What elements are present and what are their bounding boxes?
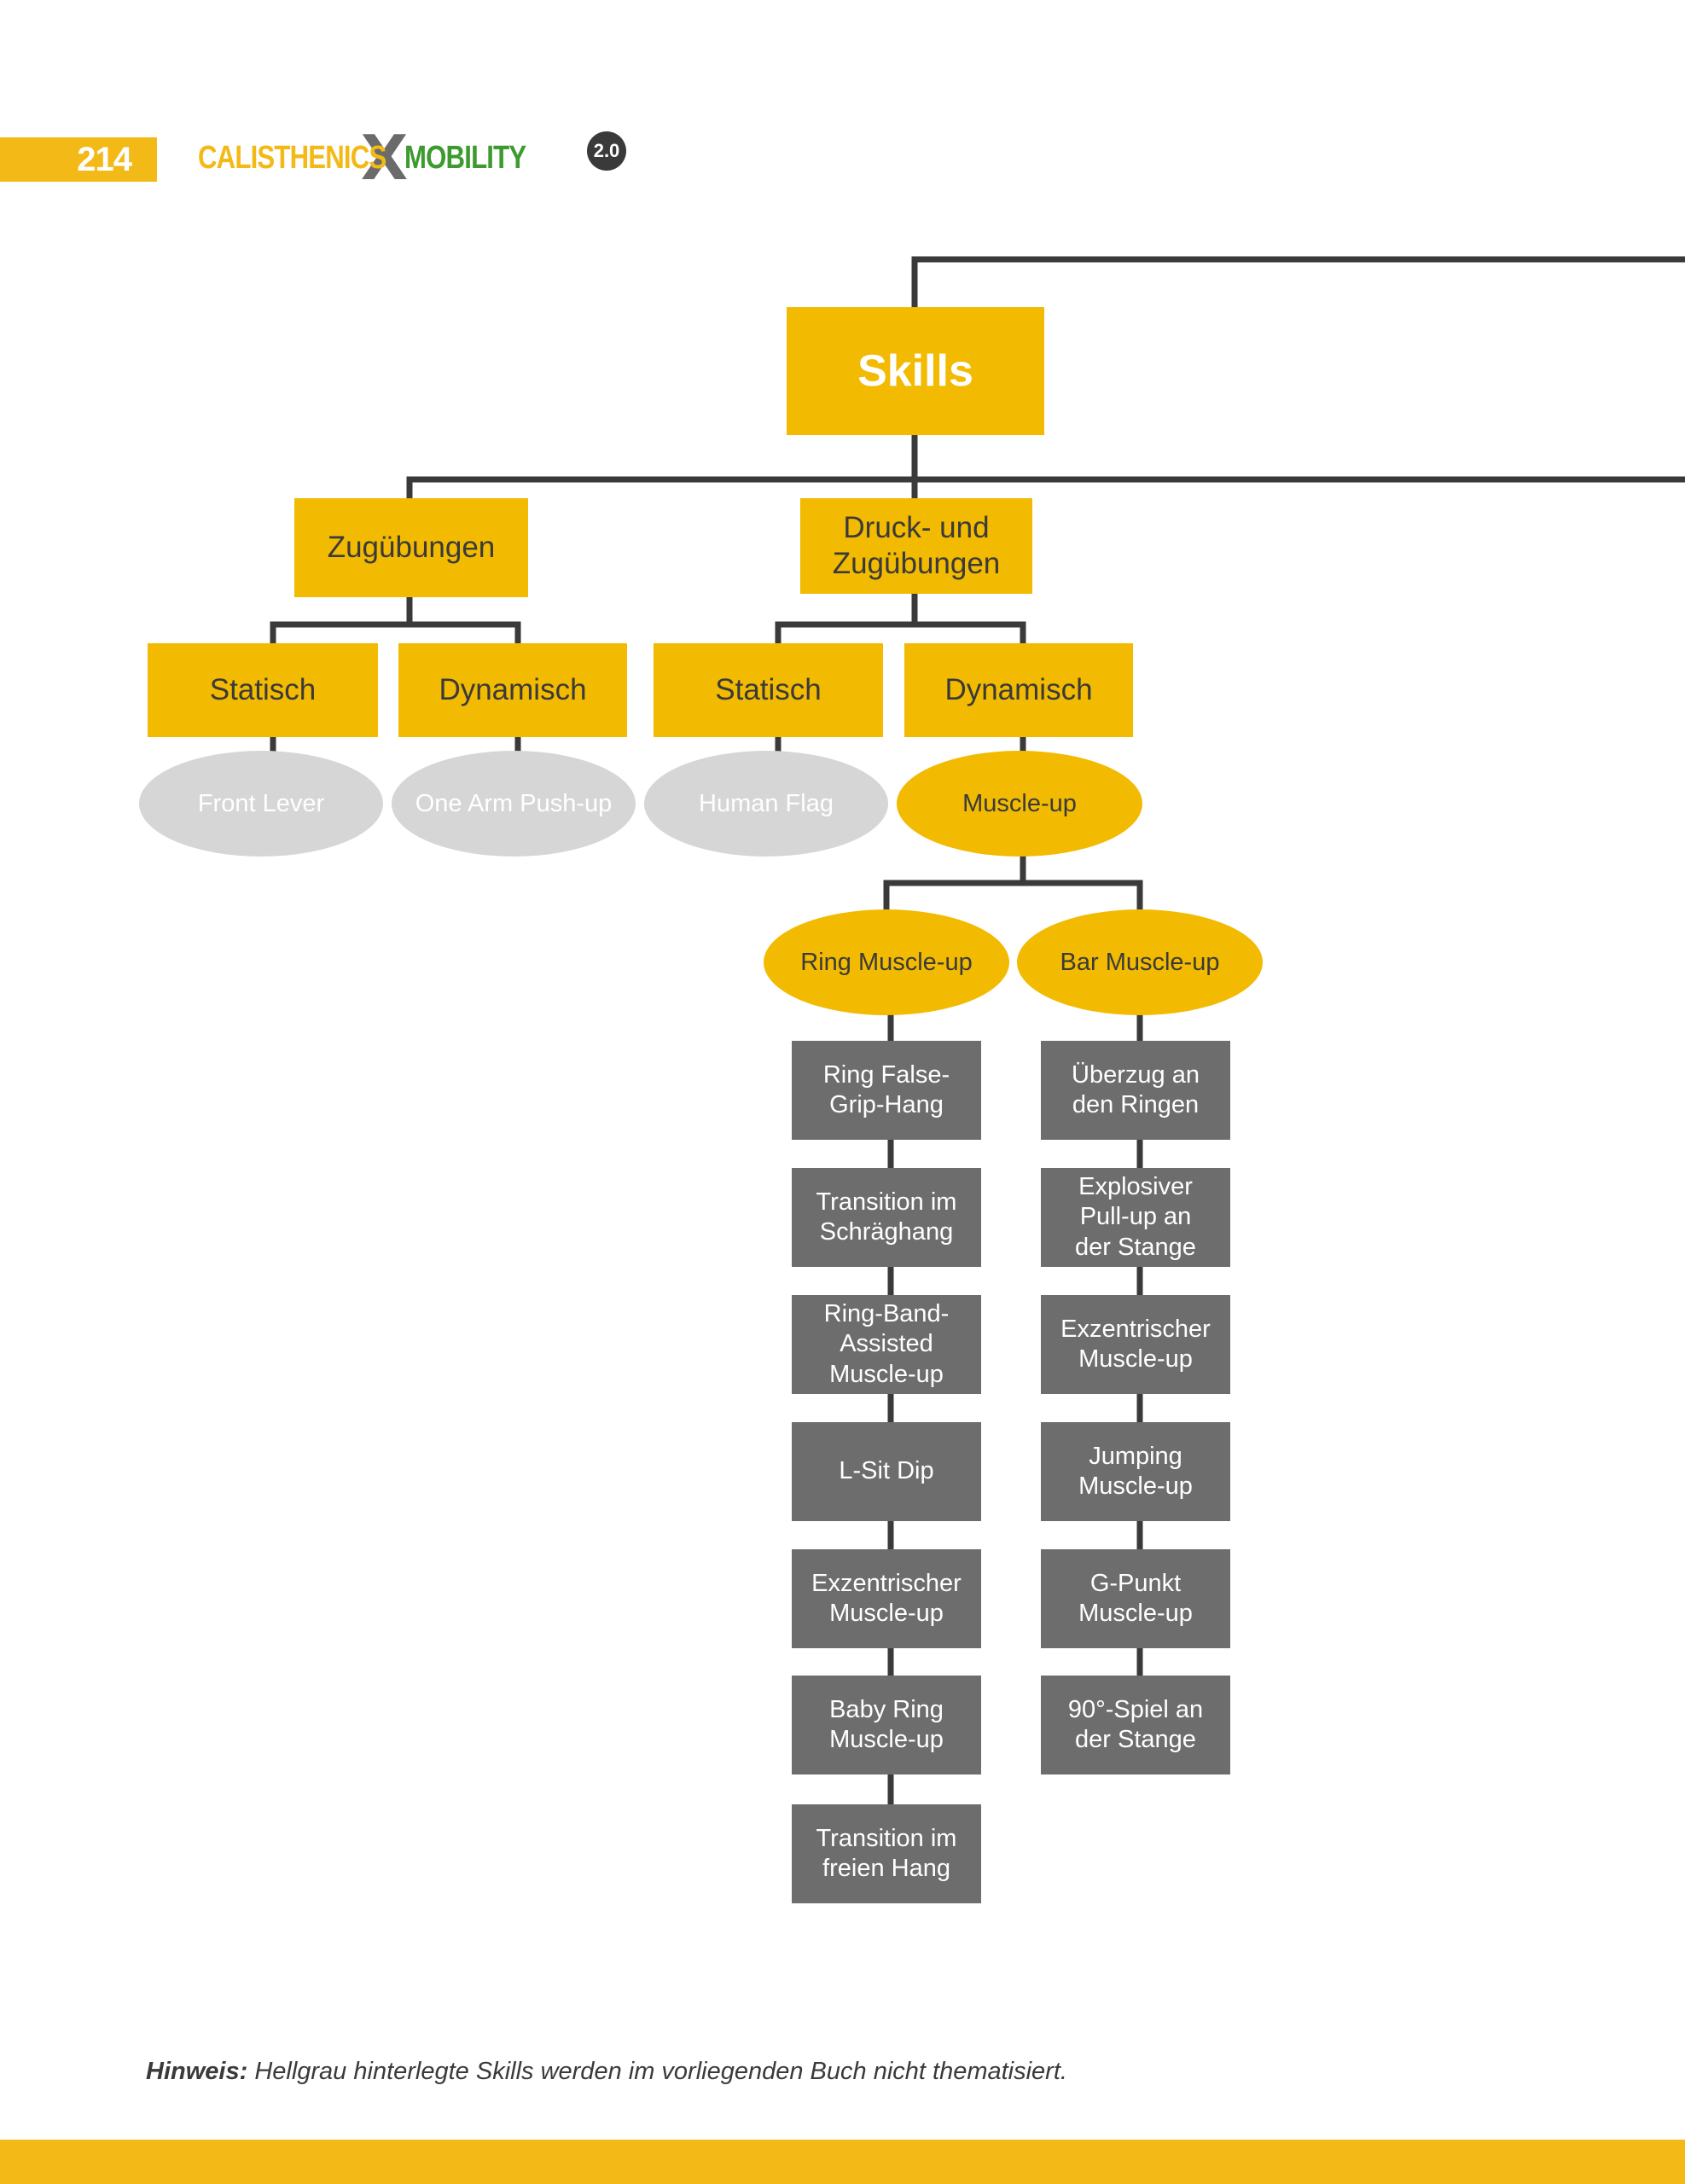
footnote-text: Hellgrau hinterlegte Skills werden im vo… bbox=[254, 2058, 1067, 2085]
bar-step: Jumping Muscle-up bbox=[1041, 1422, 1230, 1521]
node-pull-static: Statisch bbox=[148, 643, 378, 737]
skill-bar-muscle-up: Bar Muscle-up bbox=[1017, 909, 1263, 1015]
ring-step: Baby Ring Muscle-up bbox=[792, 1676, 981, 1774]
ring-step: Exzentrischer Muscle-up bbox=[792, 1549, 981, 1648]
logo-x: X bbox=[360, 122, 409, 194]
bar-step: G-Punkt Muscle-up bbox=[1041, 1549, 1230, 1648]
logo-version-badge: 2.0 bbox=[587, 131, 626, 171]
footer-bar bbox=[0, 2140, 1685, 2184]
node-pushpull-static: Statisch bbox=[654, 643, 883, 737]
node-push-pull-exercises: Druck- und Zugübungen bbox=[800, 498, 1032, 594]
book-logo: CALISTHENICS X MOBILITY 2.0 bbox=[198, 122, 626, 194]
skill-human-flag: Human Flag bbox=[644, 751, 888, 857]
ring-step: Transition im Schräghang bbox=[792, 1168, 981, 1267]
bar-step: Überzug an den Ringen bbox=[1041, 1041, 1230, 1140]
skill-one-arm-push-up: One Arm Push-up bbox=[392, 751, 636, 857]
ring-step: Ring-Band-Assisted Muscle-up bbox=[792, 1295, 981, 1394]
footnote-label: Hinweis: bbox=[146, 2058, 248, 2085]
logo-mobility: MOBILITY bbox=[404, 139, 526, 176]
node-pull-dynamic: Dynamisch bbox=[398, 643, 627, 737]
logo-calisthenics: CALISTHENICS bbox=[198, 139, 386, 176]
ring-step: L-Sit Dip bbox=[792, 1422, 981, 1521]
skill-ring-muscle-up: Ring Muscle-up bbox=[764, 909, 1009, 1015]
bar-step: Explosiver Pull-up an der Stange bbox=[1041, 1168, 1230, 1267]
footnote: Hinweis: Hellgrau hinterlegte Skills wer… bbox=[146, 2058, 1067, 2086]
page-number: 214 bbox=[0, 137, 157, 182]
node-pull-exercises: Zugübungen bbox=[294, 498, 528, 597]
bar-step: Exzentrischer Muscle-up bbox=[1041, 1295, 1230, 1394]
ring-step: Transition im freien Hang bbox=[792, 1804, 981, 1903]
skill-front-lever: Front Lever bbox=[139, 751, 383, 857]
connector-top bbox=[911, 256, 1685, 312]
node-pushpull-dynamic: Dynamisch bbox=[904, 643, 1133, 737]
ring-step: Ring False-Grip-Hang bbox=[792, 1041, 981, 1140]
skill-muscle-up: Muscle-up bbox=[897, 751, 1142, 857]
node-skills-root: Skills bbox=[787, 307, 1044, 435]
bar-step: 90°-Spiel an der Stange bbox=[1041, 1676, 1230, 1774]
